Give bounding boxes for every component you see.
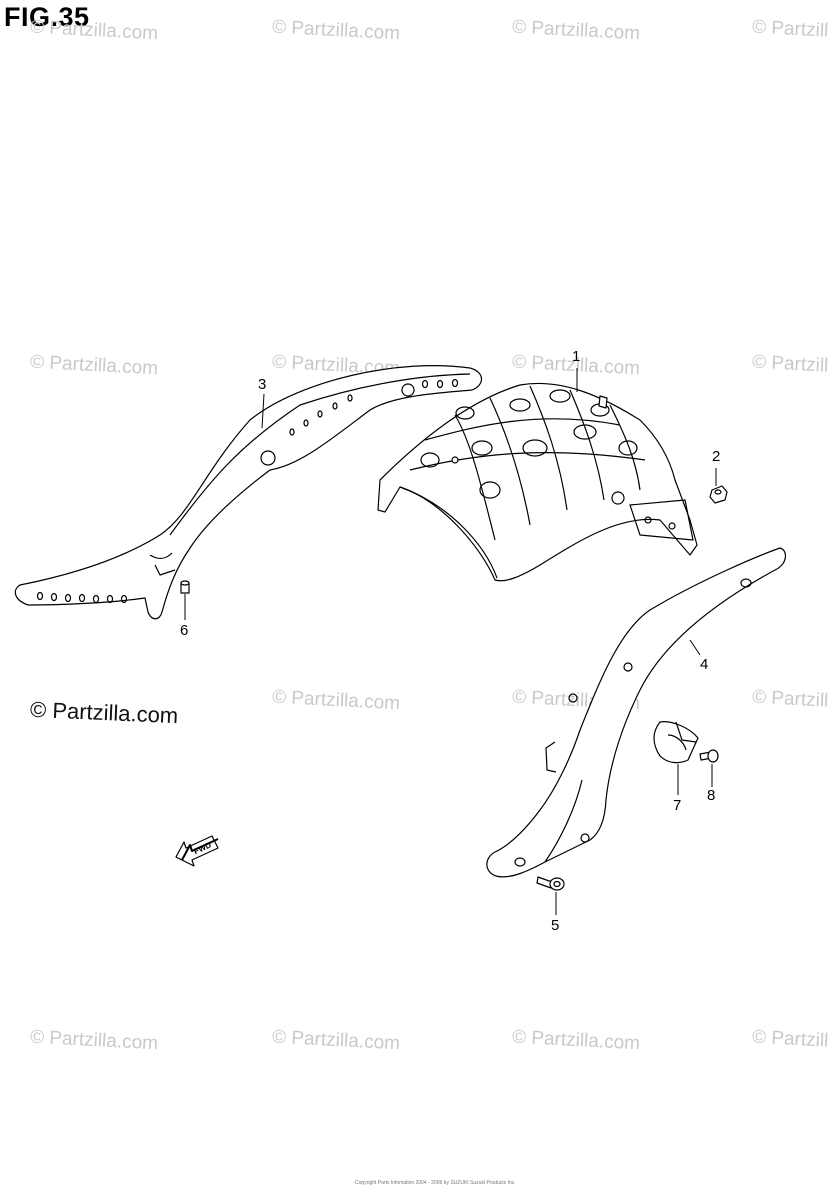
callout-1: 1 <box>572 348 581 365</box>
callout-5: 5 <box>551 917 560 934</box>
callout-8: 8 <box>707 787 716 804</box>
nut <box>709 485 728 504</box>
leader-line <box>689 639 701 656</box>
callout-3: 3 <box>258 376 267 393</box>
leader-line <box>261 393 265 429</box>
figure-title: FIG.35 <box>4 2 90 32</box>
callout-7: 7 <box>673 797 682 814</box>
callout-2: 2 <box>712 448 721 465</box>
copyright-footer: Copyright Parts Infomation 2004 - 2009 b… <box>355 1180 516 1186</box>
grab-rail-left <box>14 365 483 620</box>
fwd-arrow-icon: FWD <box>175 835 219 867</box>
callout-6: 6 <box>180 622 189 639</box>
screw <box>699 749 719 763</box>
callout-4: 4 <box>700 656 709 673</box>
clamp <box>653 721 699 764</box>
grab-rail-right <box>486 547 786 878</box>
bolt <box>180 580 190 594</box>
bolt <box>536 876 565 891</box>
rear-fender <box>377 382 698 582</box>
